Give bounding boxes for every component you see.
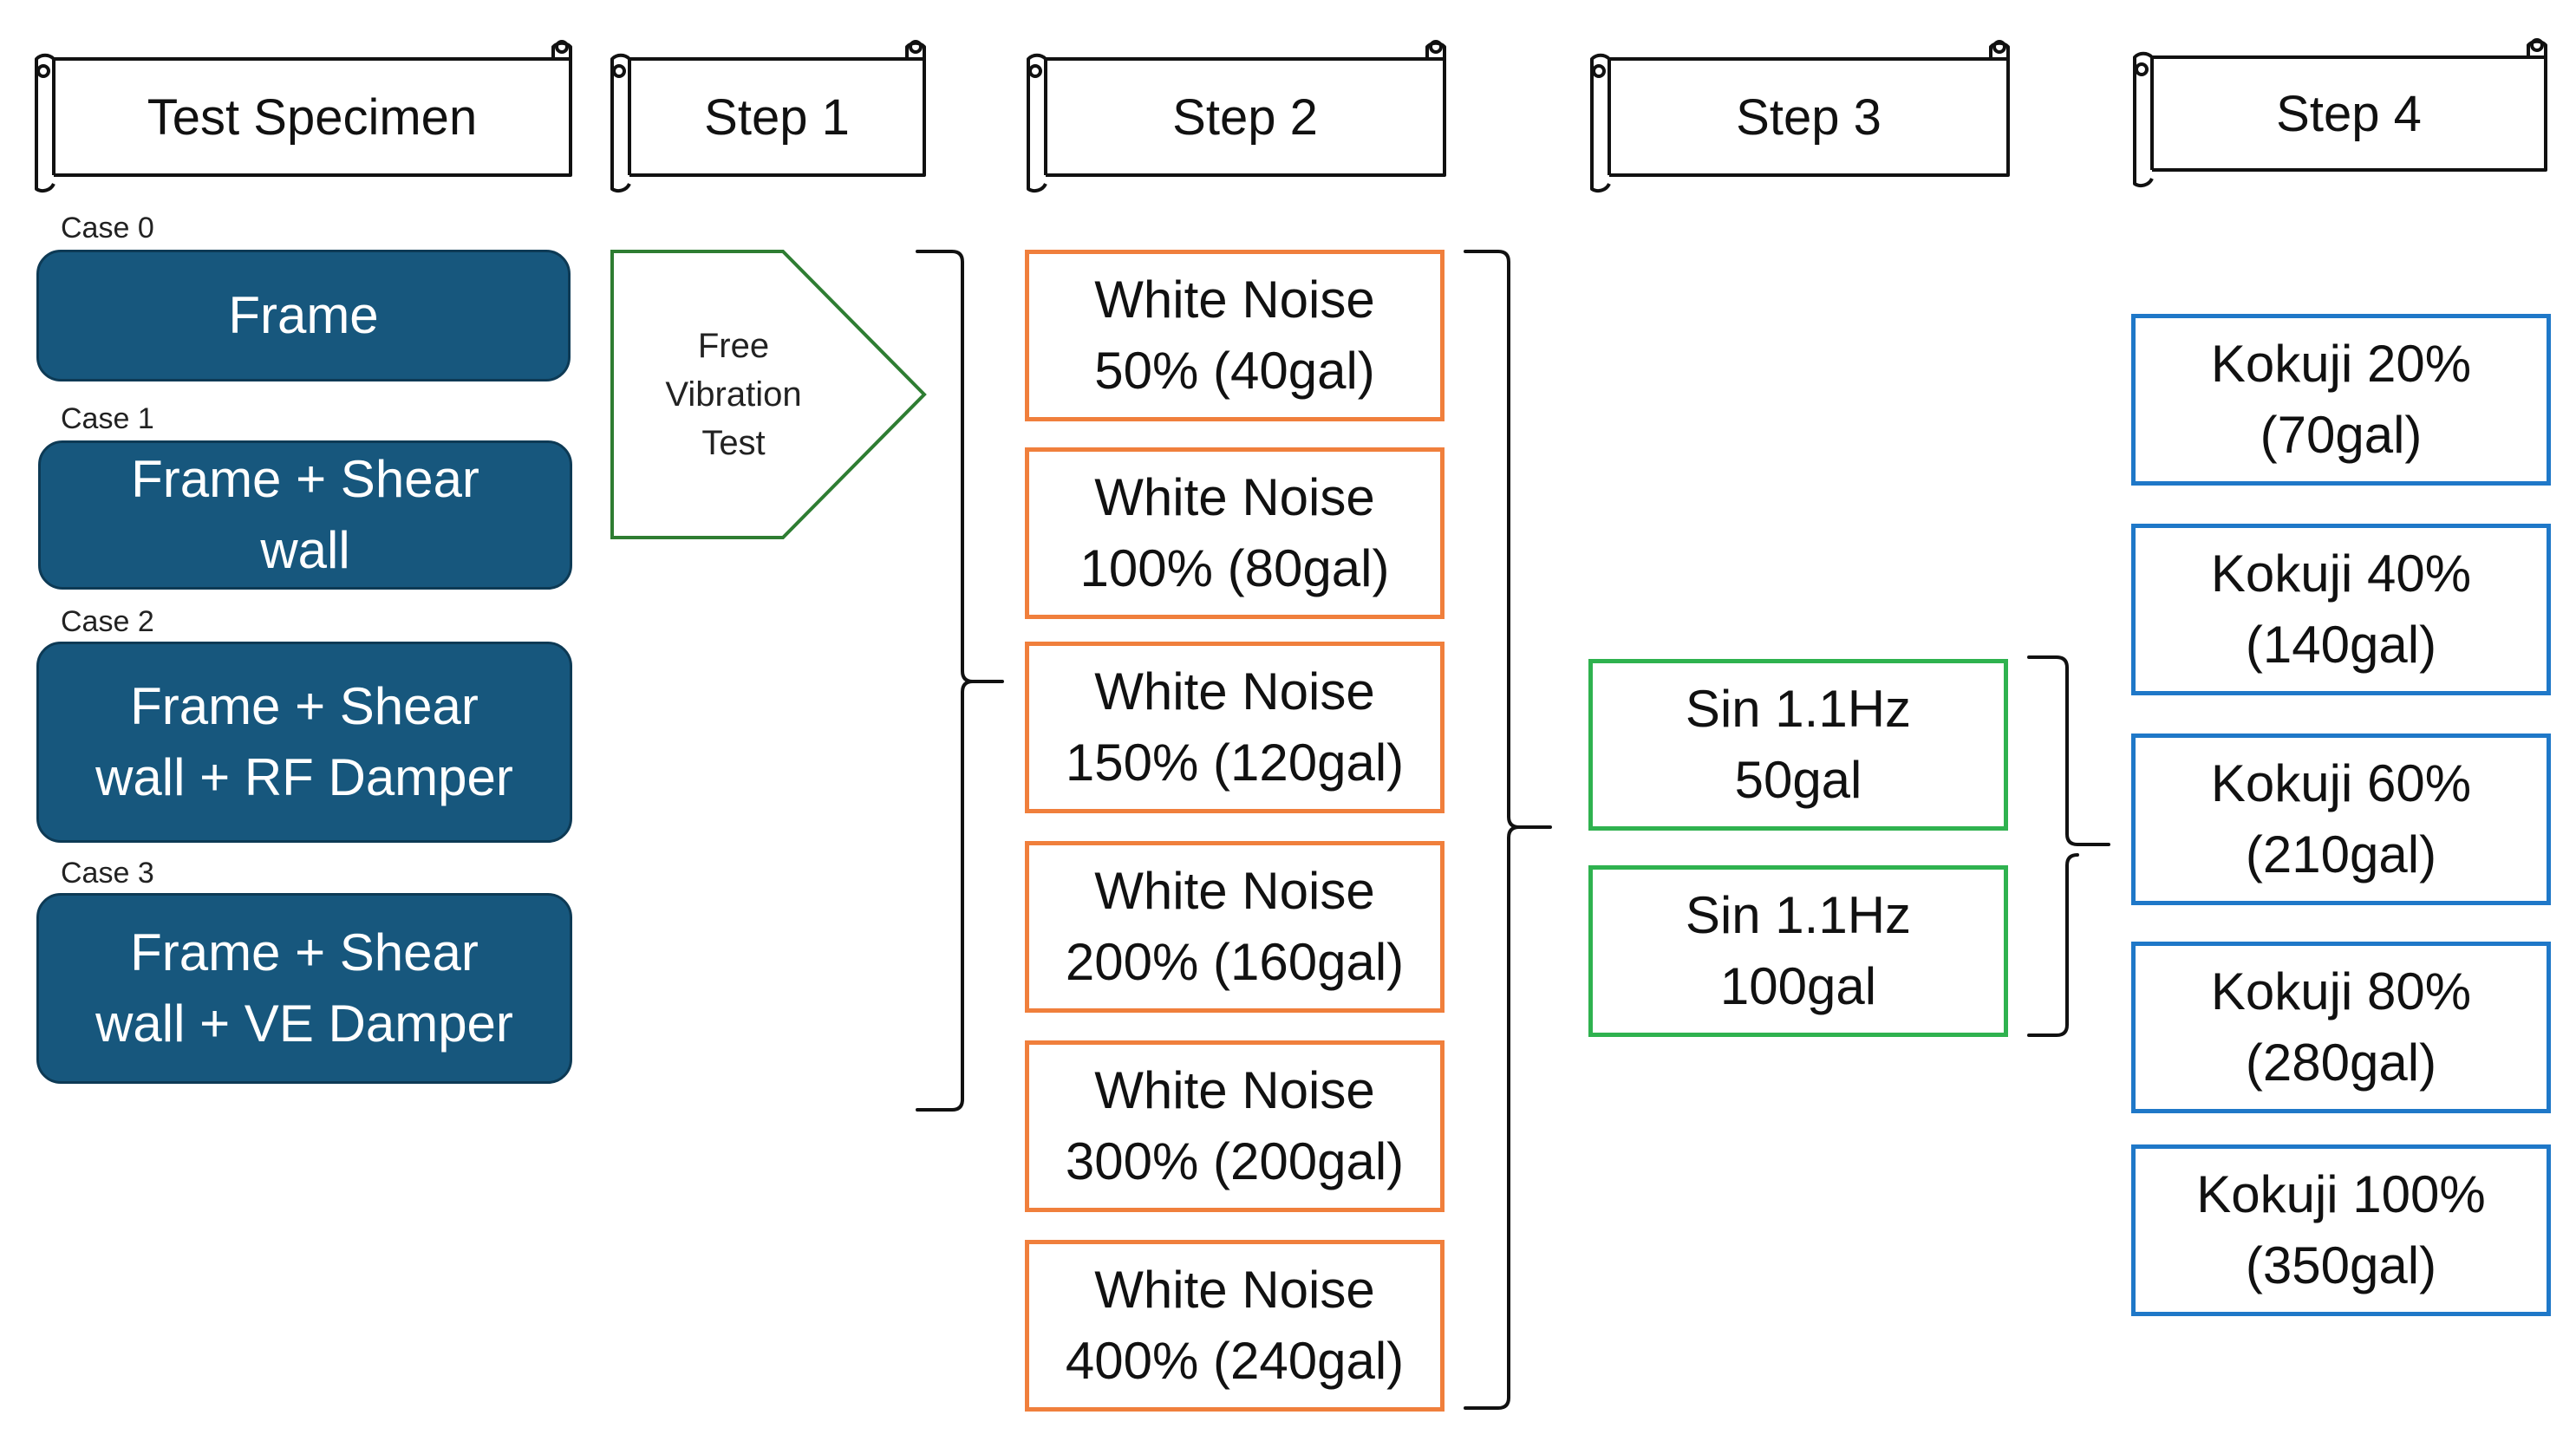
header-scroll-step4 xyxy=(2133,38,2547,188)
white-noise-box-1: White Noise 50% (40gal) xyxy=(1025,250,1445,421)
header-step1: Step 1 xyxy=(704,88,850,146)
white-noise-box-3: White Noise 150% (120gal) xyxy=(1025,642,1445,813)
brace-step2 xyxy=(1464,250,1552,1410)
case-box-ve-damper: Frame + Shear wall + VE Damper xyxy=(36,893,572,1084)
kokuji-box-2: Kokuji 40% (140gal) xyxy=(2131,524,2551,695)
white-noise-box-2: White Noise 100% (80gal) xyxy=(1025,447,1445,619)
header-scroll-step2 xyxy=(1027,40,1446,193)
kokuji-box-1: Kokuji 20% (70gal) xyxy=(2131,314,2551,486)
header-step4: Step 4 xyxy=(2276,85,2422,142)
header-test-specimen: Test Specimen xyxy=(147,88,478,146)
case-label-3: Case 3 xyxy=(61,857,154,890)
free-vibration-arrow-shape xyxy=(610,250,927,539)
header-step3: Step 3 xyxy=(1736,88,1881,146)
header-scroll-step3 xyxy=(1590,40,2010,193)
case-label-1: Case 1 xyxy=(61,402,154,435)
white-noise-box-4: White Noise 200% (160gal) xyxy=(1025,841,1445,1013)
kokuji-box-3: Kokuji 60% (210gal) xyxy=(2131,734,2551,905)
free-vibration-test-label: Free Vibration Test xyxy=(665,327,802,462)
kokuji-box-5: Kokuji 100% (350gal) xyxy=(2131,1144,2551,1316)
sin-box-2: Sin 1.1Hz 100gal xyxy=(1588,865,2008,1037)
brace-step1 xyxy=(916,250,1004,1112)
white-noise-box-6: White Noise 400% (240gal) xyxy=(1025,1240,1445,1412)
case-box-rf-damper: Frame + Shear wall + RF Damper xyxy=(36,642,572,843)
case-box-frame: Frame xyxy=(36,250,571,381)
header-step2: Step 2 xyxy=(1172,88,1318,146)
header-scroll-step1 xyxy=(610,40,926,193)
case-label-0: Case 0 xyxy=(61,212,154,245)
white-noise-box-5: White Noise 300% (200gal) xyxy=(1025,1040,1445,1212)
sin-box-1: Sin 1.1Hz 50gal xyxy=(1588,659,2008,831)
case-label-2: Case 2 xyxy=(61,605,154,638)
header-scroll-specimen xyxy=(35,40,572,193)
case-box-frame-shear-wall: Frame + Shear wall xyxy=(38,440,572,590)
kokuji-box-4: Kokuji 80% (280gal) xyxy=(2131,942,2551,1113)
brace-step3 xyxy=(2027,655,2110,1037)
